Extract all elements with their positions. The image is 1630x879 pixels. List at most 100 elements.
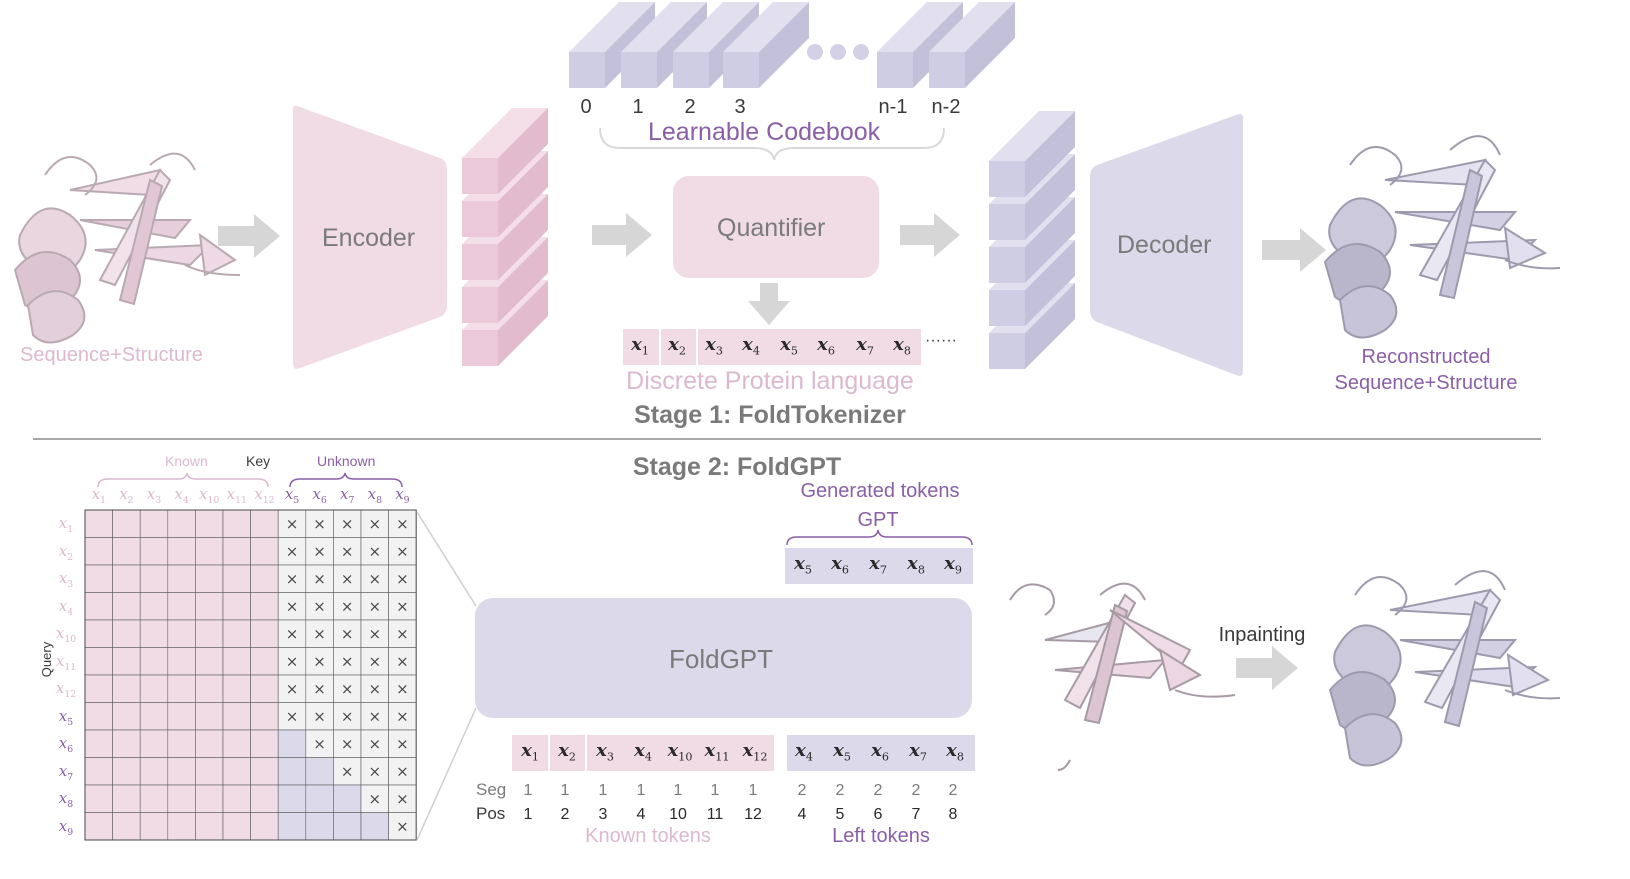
masked-cell: [388, 564, 417, 593]
masked-cell: [333, 619, 362, 648]
mask-symbol: ×: [313, 542, 326, 560]
known-token: x10: [667, 740, 693, 764]
known-pos-value: 4: [636, 806, 646, 823]
mask-symbol: ×: [286, 652, 299, 670]
mask-symbol: ×: [313, 515, 326, 533]
attend-cell: [250, 702, 279, 731]
masked-cell: [388, 509, 417, 538]
mask-symbol: ×: [396, 652, 409, 670]
arrow-input-to-encoder: [218, 214, 280, 258]
attend-cell: [222, 509, 251, 538]
mask-symbol: ×: [396, 817, 409, 835]
stage1-title: Stage 1: FoldTokenizer: [634, 401, 906, 429]
mask-symbol: ×: [313, 570, 326, 588]
matrix-row-label: x3: [58, 569, 74, 590]
codebook-ellipsis-dot: [853, 44, 869, 60]
matrix-column-label: x11: [226, 485, 247, 506]
matrix-row-label: x2: [58, 541, 74, 563]
mask-symbol: ×: [286, 707, 299, 725]
encoder-embedding-stack: [462, 108, 548, 366]
codebook-index: 1: [632, 96, 644, 118]
attend-cell: [139, 702, 169, 731]
left-token: x7: [909, 740, 927, 764]
masked-cell: [277, 674, 307, 703]
generated-label: Generated tokens: [800, 480, 960, 502]
matrix-row-label: x9: [58, 816, 74, 838]
codebook-cube: [929, 2, 1015, 88]
attend-cell: [84, 619, 113, 648]
known-brace: [97, 472, 269, 488]
matrix-border: [84, 509, 417, 841]
mask-symbol: ×: [313, 707, 326, 725]
known-pos-value: 1: [523, 806, 533, 823]
attend-cell: [250, 757, 279, 786]
quantifier-block: [673, 176, 879, 278]
mask-symbol: ×: [341, 515, 354, 533]
attend-cell: [250, 647, 279, 676]
attend-cell: [195, 564, 224, 593]
attend-cell: [250, 812, 279, 841]
key-label: Key: [246, 453, 271, 469]
matrix-column-label: x1: [91, 485, 106, 506]
token-x4: x4: [742, 334, 760, 358]
attend-cell: [222, 537, 251, 566]
left-pos-value: 7: [911, 806, 921, 823]
attend-cell: [167, 729, 196, 758]
codebook-cube: [723, 2, 809, 88]
inpainting-label: Inpainting: [1218, 624, 1306, 646]
masked-cell: [388, 702, 417, 731]
mask-symbol: ×: [369, 790, 382, 808]
attend-cell: [222, 619, 251, 648]
embedding-cube: [462, 108, 548, 194]
codebook-index: n-2: [931, 96, 961, 118]
mask-symbol: ×: [369, 625, 382, 643]
language-label: Discrete Protein language: [626, 367, 914, 395]
left-token: x8: [946, 740, 964, 764]
mask-symbol: ×: [341, 680, 354, 698]
attend-cell: [84, 647, 113, 676]
attend-cell: [305, 784, 334, 813]
matrix-column-label: x6: [312, 485, 327, 506]
attend-cell: [139, 564, 169, 593]
zoom-line-bottom: [416, 707, 477, 841]
known-token: x1: [521, 740, 539, 764]
token-strip-generated: [785, 548, 973, 584]
left-pos-value: 6: [873, 806, 883, 823]
pos-label: Pos: [476, 804, 506, 823]
attend-cell: [139, 647, 169, 676]
masked-cell: [388, 619, 417, 648]
generated-token: x5: [794, 553, 812, 577]
partial-protein-structure: [1009, 582, 1236, 771]
attend-cell: [222, 564, 251, 593]
mask-symbol: ×: [369, 652, 382, 670]
known-token: x12: [742, 740, 768, 764]
attend-cell: [167, 537, 196, 566]
attend-cell: [84, 592, 113, 621]
mask-symbol: ×: [286, 597, 299, 615]
masked-cell: [333, 564, 362, 593]
mask-symbol: ×: [396, 680, 409, 698]
mask-symbol: ×: [396, 735, 409, 753]
token-strip-stage1: [623, 329, 921, 365]
masked-cell: [360, 757, 389, 786]
left-token: x6: [871, 740, 889, 764]
arrow-decoder-to-output: [1262, 228, 1326, 272]
masked-cell: [360, 784, 389, 813]
generated-token: x8: [907, 553, 925, 577]
tokens-ellipsis: ······: [925, 332, 957, 349]
known-seg-value: 1: [636, 782, 646, 799]
known-seg-value: 1: [710, 782, 720, 799]
unknown-label: Unknown: [317, 453, 376, 469]
attend-cell: [112, 729, 141, 758]
output-label-line2: Sequence+Structure: [1334, 372, 1518, 394]
attend-cell: [305, 757, 334, 786]
known-seg-value: 1: [748, 782, 758, 799]
codebook-brace: [599, 127, 945, 161]
gpt-label: GPT: [857, 509, 899, 531]
known-tokens-label: Known tokens: [585, 825, 711, 847]
known-token: x4: [634, 740, 652, 764]
masked-cell: [305, 592, 334, 621]
known-seg-value: 1: [673, 782, 683, 799]
known-pos-value: 2: [560, 806, 570, 823]
attend-cell: [139, 729, 169, 758]
